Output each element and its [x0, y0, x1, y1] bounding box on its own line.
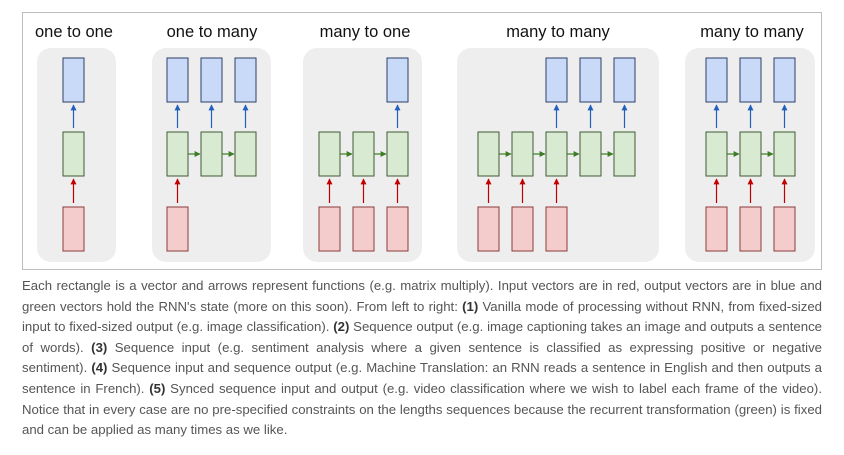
caption-step-number: (3)	[91, 339, 108, 355]
hidden-state-vector	[739, 131, 762, 177]
input-vector	[62, 206, 85, 252]
hidden-state-vector	[200, 131, 223, 177]
figure-caption: Each rectangle is a vector and arrows re…	[22, 276, 822, 441]
panel-title-3: many to one	[320, 23, 411, 41]
caption-text: Each rectangle is a vector and arrows re…	[22, 278, 822, 314]
input-vector	[773, 206, 796, 252]
panel-title-4: many to many	[506, 23, 610, 41]
caption-text: Sequence input (e.g. sentiment analysis …	[22, 339, 822, 376]
rnn-diagram: one to one one to many many to one many to …	[35, 23, 815, 262]
output-vector	[234, 57, 257, 103]
output-vector	[739, 57, 762, 103]
caption-text: Sequence output (e.g. image captioning t…	[22, 319, 822, 355]
input-vector	[511, 206, 534, 252]
output-vector	[166, 57, 189, 103]
hidden-state-vector	[166, 131, 189, 177]
input-vector	[386, 206, 409, 252]
output-vector	[613, 57, 636, 103]
output-vector	[705, 57, 728, 103]
input-vector	[318, 206, 341, 252]
output-vector	[773, 57, 796, 103]
panel-title-1: one to one	[35, 23, 113, 41]
caption-text: Synced sequence input and output (e.g. v…	[22, 380, 822, 438]
hidden-state-vector	[386, 131, 409, 177]
hidden-state-vector	[579, 131, 602, 177]
output-vector	[62, 57, 85, 103]
caption-step-number: (5)	[149, 380, 166, 396]
output-vector	[545, 57, 568, 103]
hidden-state-vector	[318, 131, 341, 177]
hidden-state-vector	[477, 131, 500, 177]
hidden-state-vector	[773, 131, 796, 177]
panel-title-5: many to many	[700, 23, 804, 41]
caption-text: Sequence input and sequence output (e.g.…	[22, 360, 822, 396]
hidden-state-vector	[352, 131, 375, 177]
hidden-state-vector	[705, 131, 728, 177]
panel-title-2: one to many	[167, 23, 259, 41]
input-vector	[352, 206, 375, 252]
hidden-state-vector	[613, 131, 636, 177]
output-vector	[579, 57, 602, 103]
caption-step-number: (1)	[462, 298, 479, 314]
output-vector	[200, 57, 223, 103]
hidden-state-vector	[511, 131, 534, 177]
input-vector	[166, 206, 189, 252]
hidden-state-vector	[62, 131, 85, 177]
hidden-state-vector	[234, 131, 257, 177]
caption-step-number: (2)	[333, 319, 350, 335]
caption-text: Vanilla mode of processing without RNN, …	[22, 298, 822, 335]
output-vector	[386, 57, 409, 103]
hidden-state-vector	[545, 131, 568, 177]
figure-frame: one to one one to many many to one many to …	[22, 12, 822, 270]
input-vector	[545, 206, 568, 252]
caption-step-number: (4)	[91, 360, 108, 376]
input-vector	[705, 206, 728, 252]
input-vector	[477, 206, 500, 252]
input-vector	[739, 206, 762, 252]
